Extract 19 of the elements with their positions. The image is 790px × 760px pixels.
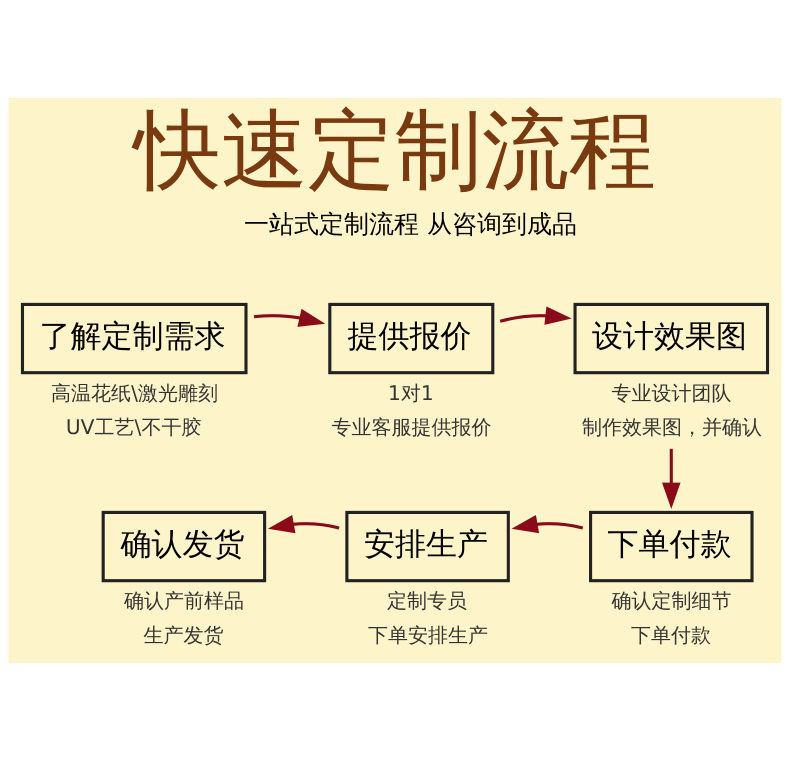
arrow: [500, 306, 572, 324]
node-label: 专业客服提供报价: [331, 414, 492, 438]
node-label: 确认产前样品: [124, 588, 244, 612]
node-label: UV工艺\不干胶: [66, 414, 202, 438]
arrow: [662, 448, 681, 509]
diagram-title: 快速定制流程: [134, 99, 656, 200]
node-label: 生产发货: [144, 622, 224, 646]
arrow: [512, 514, 584, 533]
label: 一站式定制流程 从咨询到成品: [244, 209, 577, 238]
node-label: 确认定制细节: [612, 588, 732, 612]
node-label: 下单付款: [630, 622, 711, 646]
node-label: 专业设计团队: [612, 380, 732, 404]
arrow: [254, 308, 326, 326]
arrow: [268, 514, 340, 533]
node-label: 1对1: [388, 380, 434, 404]
node-label: 制作效果图，并确认: [582, 414, 762, 438]
node-label: 下单安排生产: [368, 622, 488, 646]
node-label: 定制专员: [387, 588, 468, 612]
node-label: 高温花纸\激光雕刻: [51, 380, 218, 404]
